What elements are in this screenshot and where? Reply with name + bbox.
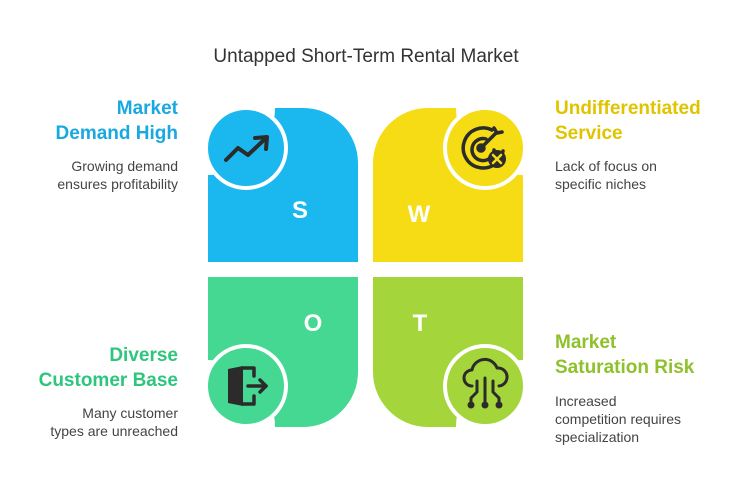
s-heading-line2: Demand High [55, 123, 178, 144]
quadrant-t [373, 277, 523, 427]
o-heading-line1: Diverse [109, 345, 178, 366]
quadrant-w [373, 108, 523, 262]
quadrant-o [208, 277, 358, 427]
letter-w: W [408, 201, 431, 228]
cancel-badge-icon [488, 150, 506, 168]
s-heading-line1: Market [116, 98, 178, 119]
t-heading-line2: Saturation Risk [555, 357, 695, 378]
letter-o: O [304, 310, 323, 337]
w-heading-line1: Undifferentiated [555, 98, 701, 119]
w-heading-line2: Service [555, 123, 623, 144]
icon-circle-s [204, 106, 288, 190]
icon-circle-o [204, 344, 288, 428]
t-description: Increased competition requires specializ… [555, 392, 681, 446]
letter-t: T [413, 310, 428, 337]
w-desc-line2: specific niches [555, 176, 647, 192]
diagram-title: Untapped Short-Term Rental Market [213, 46, 519, 67]
s-heading: Market Demand High [56, 96, 178, 146]
o-desc-line2: types are unreached [50, 423, 178, 439]
quadrant-s [208, 108, 358, 262]
trending-up-icon [224, 135, 269, 162]
o-heading: Diverse Customer Base [39, 343, 178, 393]
o-heading-line2: Customer Base [38, 370, 178, 391]
t-desc-line3: specialization [555, 429, 640, 445]
letter-s: S [292, 197, 308, 224]
cloud-network-icon [462, 357, 509, 409]
w-heading: Undifferentiated Service [555, 96, 701, 146]
t-desc-line2: competition requires [555, 411, 682, 427]
t-heading-line1: Market [555, 332, 617, 353]
s-desc-line1: Growing demand [71, 158, 178, 174]
s-desc-line2: ensures profitability [57, 176, 178, 192]
o-description: Many customer types are unreached [50, 404, 178, 440]
exit-door-icon [228, 366, 268, 406]
w-desc-line1: Lack of focus on [555, 158, 657, 174]
t-heading: Market Saturation Risk [555, 330, 694, 380]
t-desc-line1: Increased [555, 393, 617, 409]
w-description: Lack of focus on specific niches [555, 157, 657, 193]
s-description: Growing demand ensures profitability [57, 157, 178, 193]
o-desc-line1: Many customer [82, 405, 178, 421]
